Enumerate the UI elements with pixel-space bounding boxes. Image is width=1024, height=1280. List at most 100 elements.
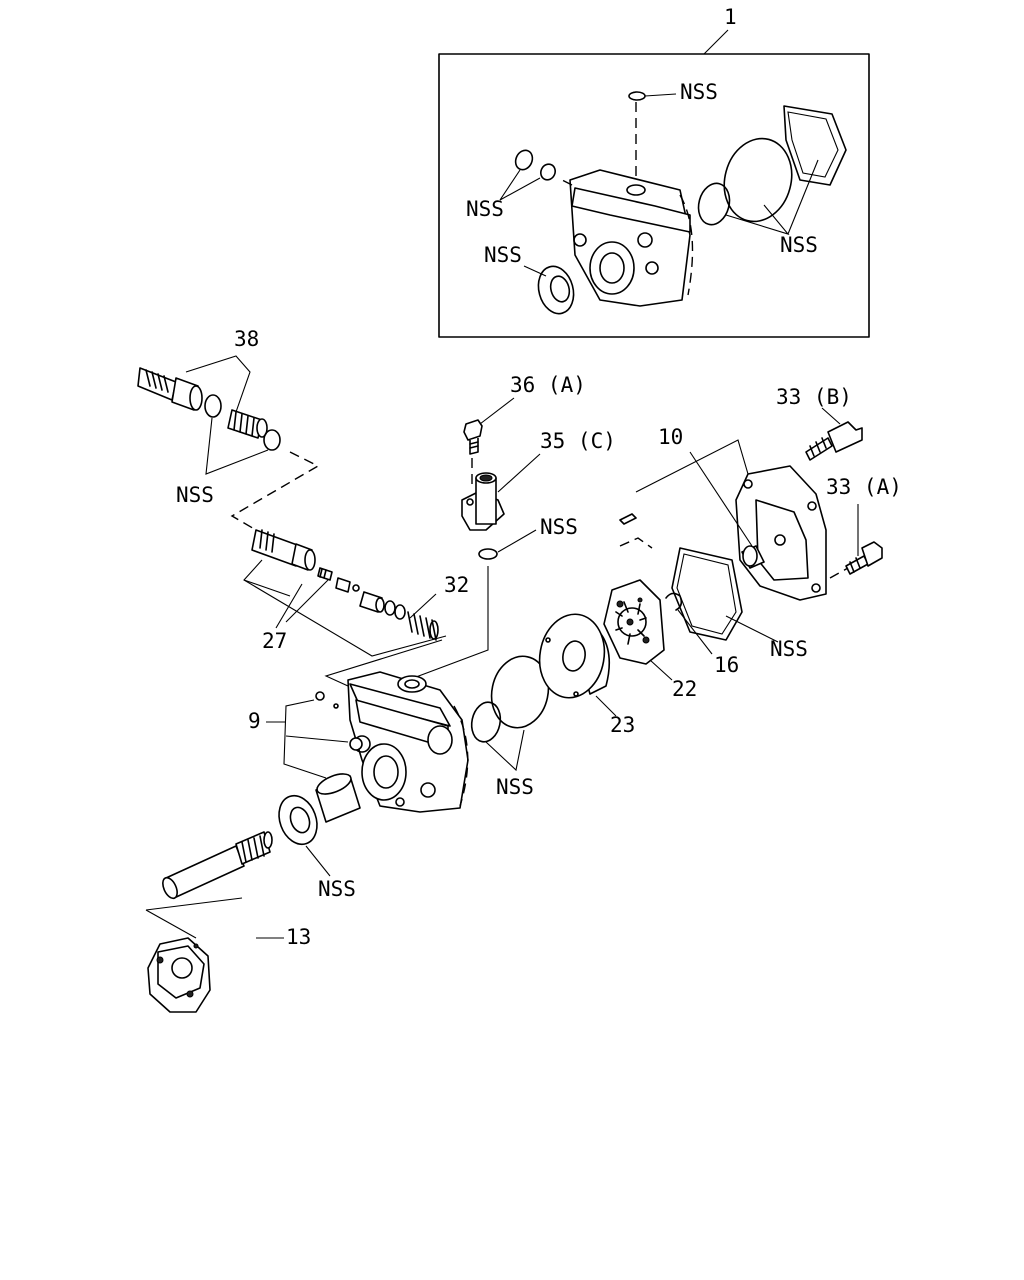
callout-23: 23 [610,713,635,737]
cover-gasket-inner [676,553,737,635]
label-kit-nss-top: NSS [680,80,718,104]
label-nss-valve: NSS [176,483,214,507]
bolt-33a-axis [829,567,849,579]
valve-spool [251,529,316,571]
rotor-22 [603,579,665,665]
union-group: 36 (A) 35 (C) NSS [407,373,616,681]
kit-cover-gasket [783,105,847,186]
leader-kit-nss-top [644,93,677,97]
callout-35c: 35 (C) [540,429,616,453]
pulley-flange [147,937,211,1013]
kit-pump-body [557,169,694,307]
pump-body [347,671,469,813]
leader-35c [497,453,541,493]
valve-ball [335,577,360,593]
label-nss-union: NSS [540,515,578,539]
leader-group-27 [243,559,447,657]
bolt-33a [845,541,883,575]
rear-cover [735,465,827,601]
callout-33b: 33 (B) [776,385,852,409]
leader-22 [649,659,673,681]
relief-valve-group: 38 NSS [137,327,320,531]
kit-left-oring-2 [540,163,556,181]
leader-13-b [145,897,243,911]
kit-large-oring [723,137,793,223]
label-nss-body: NSS [496,775,534,799]
valve-fitting-left [137,367,203,411]
pin-9b [333,703,339,709]
dowel-axis [619,537,653,549]
union-35c [461,472,505,531]
leader-nss-shaft [305,845,331,877]
leader-nss-union [497,529,537,553]
callout-22: 22 [672,677,697,701]
callout-27: 27 [262,629,287,653]
pin-9a [315,691,325,701]
label-nss-shaft: NSS [318,877,356,901]
kit-small-oring [697,182,731,226]
leader-27 [275,583,303,629]
union-to-body-guide [407,566,489,681]
seal-kit-group: 1 NSS NSS NSS [438,5,870,338]
kit-top-oring [628,91,646,101]
label-kit-nss-seal: NSS [484,243,522,267]
leader-27-fan [285,579,329,623]
drive-shaft [162,831,273,900]
leader-33b [821,407,841,425]
sleeve-9 [315,773,361,823]
leader-group-9 [283,699,327,779]
leader-32 [409,593,437,619]
dowel-pin [619,513,637,525]
label-nss-cover: NSS [770,637,808,661]
callout-32: 32 [444,573,469,597]
callout-36a: 36 (A) [510,373,586,397]
cover-guide-top [635,439,749,493]
cam-ring-23 [538,613,610,699]
snap-ring-16 [665,592,683,611]
bolt-33b [805,421,863,461]
union-washer [478,548,498,560]
valve-oring-2 [263,429,281,451]
leader-kit-nss-right-b [787,159,819,235]
valve-spool-group: 32 27 [243,529,469,687]
leader-10 [689,451,753,547]
body-oring-small [470,701,502,743]
bolt-36a [463,419,483,455]
cover-bushing-10 [741,545,765,569]
cover-gasket [671,547,743,641]
leader-nss-body [485,729,525,772]
callout-38: 38 [234,327,259,351]
leader-group-13 [145,909,197,939]
leader-36a [479,397,515,425]
callout-1: 1 [724,5,737,29]
kit-left-oring-1 [514,149,534,171]
callout-10: 10 [658,425,683,449]
leader-nss-cover [725,615,779,643]
leader-group-27-b [243,579,291,597]
leader-38 [185,355,251,413]
shaft-seal [278,794,318,846]
leader-9-b [285,735,349,743]
leader-kit-nss-seal [523,265,547,277]
label-kit-nss-left: NSS [466,197,504,221]
callout-33a: 33 (A) [826,475,902,499]
spool-to-body-guide [324,639,443,687]
leader-23 [595,695,617,717]
callout-16: 16 [714,653,739,677]
seal-kit-frame [438,53,870,338]
kit-shaft-seal [537,265,575,315]
valve-axis [230,451,320,531]
kit-cover-gasket-inner [787,111,839,178]
valve-small-spring [317,567,333,581]
leader-1 [703,29,729,55]
label-kit-nss-right: NSS [780,233,818,257]
valve-oring-1 [204,394,222,418]
callout-13: 13 [286,925,311,949]
leader-nss-valve [205,417,269,475]
callout-9: 9 [248,709,261,733]
bushing-9 [349,737,363,751]
valve-fitting-right [227,409,268,439]
valve-seat [359,591,406,620]
body-oring-large [490,655,550,729]
